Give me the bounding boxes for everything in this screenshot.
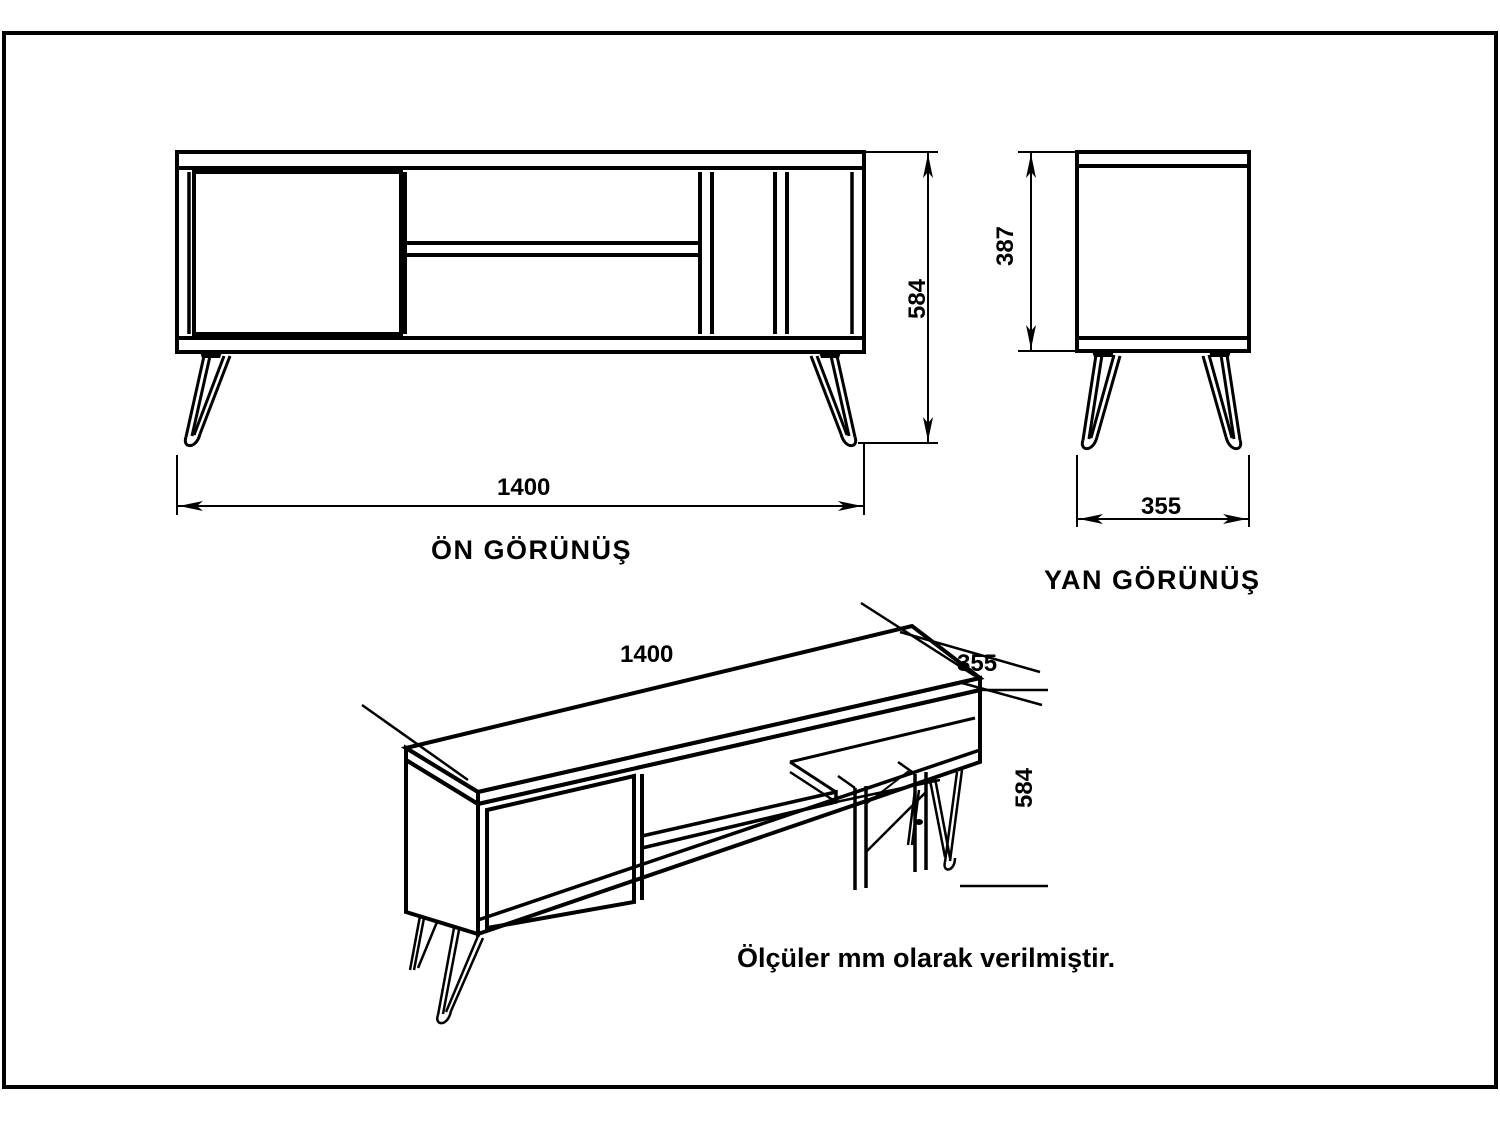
side-view-group [1018,150,1251,527]
iso-cubby-inner-diagonal2 [865,769,911,805]
iso-leg-fr-foot [943,857,957,871]
iso-leg-br-rod-a [906,789,917,846]
front-dim-height [858,151,938,444]
iso-cable-hole [915,819,923,825]
iso-leg-bl-rod-a [408,915,422,971]
iso-leg-fr-rod-b [933,777,952,859]
front-dim-width-value: 1400 [497,474,551,501]
side-leg-left-foot [1080,436,1099,451]
iso-cubby-divider-1-top [837,774,856,790]
side-leg-right-rod-b [1207,354,1234,439]
side-dim-depth [1076,455,1250,527]
front-leg-right-rod-a2 [829,355,851,437]
iso-leg-fr-rod-b2 [928,779,947,858]
side-dim-387-arrow-top [1026,154,1036,178]
iso-leg-fl-rod-b2 [449,937,485,1012]
front-leg-right-rod-b [815,355,849,436]
iso-door-panel [485,773,636,931]
side-top-panel [1075,150,1251,168]
front-dim-width-arrow-right [838,501,862,511]
units-note: Ölçüler mm olarak verilmiştir. [737,943,1116,973]
iso-dim-355-leader-lower [961,681,1043,707]
front-leg-right-rod-b2 [809,355,843,435]
front-dim-width [176,443,865,515]
front-leg-right-rod-a [835,355,857,438]
front-leg-left-rod-b [192,355,226,436]
page-border [2,31,1498,1089]
front-leg-left-foot [183,433,202,448]
iso-bottom-panel-edge [477,748,981,922]
side-dim-355-arrow-left [1079,514,1103,524]
iso-leg-front-right [928,769,964,871]
iso-open-area-floor [641,800,837,850]
side-leg-right-rod-b2 [1201,355,1228,438]
side-leg-left-rod-b2 [1095,355,1122,438]
iso-leg-front-left [436,927,485,1025]
iso-upper-shelf-inner-edge [789,716,976,764]
front-leg-right [809,352,858,448]
front-view-title: ÖN GÖRÜNÜŞ [431,535,633,565]
iso-leg-fl-rod-b [444,935,480,1013]
front-dim-height-arrow-top [923,154,933,178]
iso-leg-bl-rod-a2 [412,917,426,971]
front-leg-left [183,352,232,448]
iso-dim-height-value: 584 [1011,767,1038,809]
side-leg-right-foot [1224,436,1243,451]
front-top-panel [175,150,866,170]
front-bottom-panel [175,336,866,354]
side-dim-body-height-value: 387 [992,225,1019,267]
front-leg-left-plate [200,352,222,358]
iso-leg-br-rod-a2 [910,789,921,846]
iso-leg-fl-rod-a [436,927,456,1016]
front-leg-left-rod-a [184,355,206,438]
side-leg-right-rod-a2 [1219,354,1236,440]
side-leg-right [1201,351,1243,451]
side-leg-left-rod-b [1089,354,1116,439]
iso-dim-depth-value: 355 [957,650,998,677]
iso-front-face-outline [476,687,982,937]
side-view-title: YAN GÖRÜNÜŞ [1044,565,1261,595]
isometric-view-group [361,601,1048,1025]
iso-leg-back-right [906,789,921,846]
side-leg-left-rod-a [1081,354,1098,441]
side-leg-left-plate [1092,351,1114,357]
iso-dim-width-value: 1400 [620,641,674,668]
side-leg-left [1080,351,1122,451]
front-view-interior [187,170,854,336]
front-dim-height-arrow-bottom [923,417,933,441]
side-bottom-panel [1075,336,1251,353]
front-leg-right-plate [819,352,841,358]
front-leg-left-rod-a2 [190,355,212,437]
side-dim-depth-value: 355 [1141,493,1182,520]
front-leg-left-rod-b2 [198,355,232,435]
side-dim-355-arrow-right [1223,514,1247,524]
iso-cubby-inner-diagonal [865,791,927,853]
iso-dim-leaders [361,601,1048,888]
front-view-group [175,150,938,515]
side-leg-right-plate [1209,351,1231,357]
iso-leg-fl-rod-a2 [441,929,461,1015]
iso-middle-shelf-depth [789,760,837,794]
side-dim-387-arrow-bottom [1026,325,1036,349]
side-dim-body-height [1018,151,1077,352]
side-leg-right-rod-a [1225,354,1242,441]
iso-shelf-inner-back [789,770,837,804]
front-dim-height-value: 584 [904,278,931,320]
iso-cubby-divider-2-top [897,760,916,776]
iso-dim-355-leader-upper [899,630,1041,674]
side-body-outline [1075,164,1251,340]
iso-leg-fr-rod-a2 [948,769,964,862]
iso-dim-1400-leader-left [361,703,469,782]
front-view-carcass [175,150,866,354]
front-leg-right-foot [839,433,858,448]
iso-leg-back-left [408,915,439,971]
side-view-carcass [1075,150,1251,353]
iso-dim-1400-leader-right [860,601,976,678]
front-door-panel [192,170,403,336]
front-dim-width-arrow-left [179,501,203,511]
iso-leg-bl-rod-b [416,921,439,969]
side-leg-left-rod-a2 [1087,354,1104,440]
iso-leg-fl-foot [436,1010,453,1025]
